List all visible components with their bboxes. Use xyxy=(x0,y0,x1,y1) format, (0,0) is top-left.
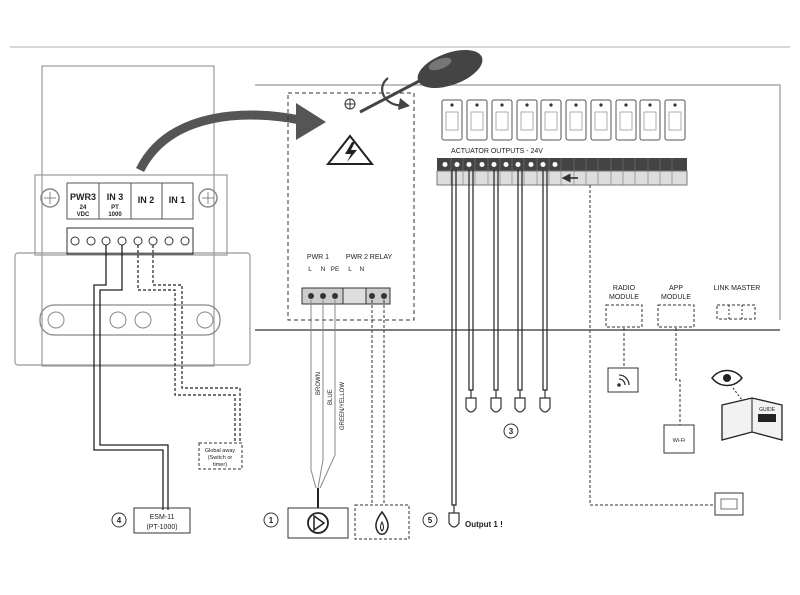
in3-sub1: PT xyxy=(111,205,119,211)
wire-blue-label: BLUE xyxy=(328,389,334,405)
global-away-line3: timer) xyxy=(213,462,227,468)
guide-book-icon xyxy=(721,397,783,441)
guide-label: GUIDE xyxy=(759,407,776,413)
app-module-line2: MODULE xyxy=(661,294,691,301)
curved-arrow xyxy=(135,110,301,173)
callout-5-circle xyxy=(422,512,438,528)
in2-label: IN 2 xyxy=(138,195,155,205)
wifi-module-label: Wi-Fi xyxy=(673,438,686,444)
pwr2-pin-l: L xyxy=(348,266,352,273)
in3-label: IN 3 xyxy=(107,192,124,202)
pump-icon xyxy=(307,512,329,534)
link-master-device xyxy=(714,492,744,516)
radio-module-slot xyxy=(605,304,643,328)
radio-module-line2: MODULE xyxy=(609,294,639,301)
callout-3: 3 xyxy=(509,427,514,436)
pwr1-pin-pe: PE xyxy=(331,266,340,273)
actuator-heads xyxy=(448,390,551,528)
flame-icon xyxy=(375,510,389,535)
callout-1-circle xyxy=(263,512,279,528)
in1-label: IN 1 xyxy=(169,195,186,205)
relay-wires xyxy=(371,300,385,505)
sensor-line1: ESM-11 xyxy=(150,514,175,521)
pwr3-sub2: VDC xyxy=(77,212,90,218)
global-away-box xyxy=(198,442,243,470)
callout-4: 4 xyxy=(117,516,122,525)
curved-arrow-head xyxy=(296,103,326,140)
right-controller xyxy=(255,84,781,331)
boiler-box xyxy=(354,504,410,540)
screwdriver-icon xyxy=(359,49,483,114)
power-wires xyxy=(310,300,336,489)
sensor-wires xyxy=(93,245,169,510)
pwr3-label: PWR3 xyxy=(70,192,96,202)
output-1-label: Output 1 ! xyxy=(465,520,503,529)
app-module-slot xyxy=(657,304,695,328)
global-away-wires xyxy=(137,245,241,443)
callout-3-circle xyxy=(503,423,519,439)
global-away-line2: (Switch or xyxy=(208,455,233,461)
link-master-slot xyxy=(716,304,756,320)
relay-label: RELAY xyxy=(370,254,393,261)
pump-box xyxy=(287,507,349,539)
radio-module-line1: RADIO xyxy=(613,285,636,292)
pwr1-label: PWR 1 xyxy=(307,254,329,261)
radio-receiver-box xyxy=(607,367,639,393)
sensor-box xyxy=(133,507,191,534)
link-master-label: LINK MASTER xyxy=(714,285,761,292)
callout-1: 1 xyxy=(269,516,274,525)
pwr2-pin-n: N xyxy=(360,266,365,273)
callout-4-circle xyxy=(111,512,127,528)
pwr2-label: PWR 2 xyxy=(346,254,368,261)
right-screw-icon xyxy=(198,188,218,208)
pwr1-pin-l: L xyxy=(308,266,312,273)
global-away-line1: Global away xyxy=(205,448,236,454)
wire-brown-label: BROWN xyxy=(316,372,322,395)
wifi-module-box xyxy=(663,424,695,454)
actuator-outputs-label: ACTUATOR OUTPUTS - 24V xyxy=(451,148,543,155)
terminal-screw-icon xyxy=(344,98,356,110)
warning-icon xyxy=(325,134,375,165)
actuator-wires xyxy=(451,170,548,506)
in3-sub2: 1000 xyxy=(108,212,122,218)
callout-5: 5 xyxy=(428,516,433,525)
wire-green-yellow-label: GREEN/YELLOW xyxy=(340,382,346,430)
pwr1-pin-n: N xyxy=(321,266,326,273)
sensor-line2: (PT-1000) xyxy=(146,524,177,531)
wifi-icon xyxy=(617,374,630,387)
app-module-line1: APP xyxy=(669,285,683,292)
left-controller xyxy=(14,65,251,367)
pwr3-sub1: 24 xyxy=(80,205,87,211)
left-screw-icon xyxy=(40,188,60,208)
